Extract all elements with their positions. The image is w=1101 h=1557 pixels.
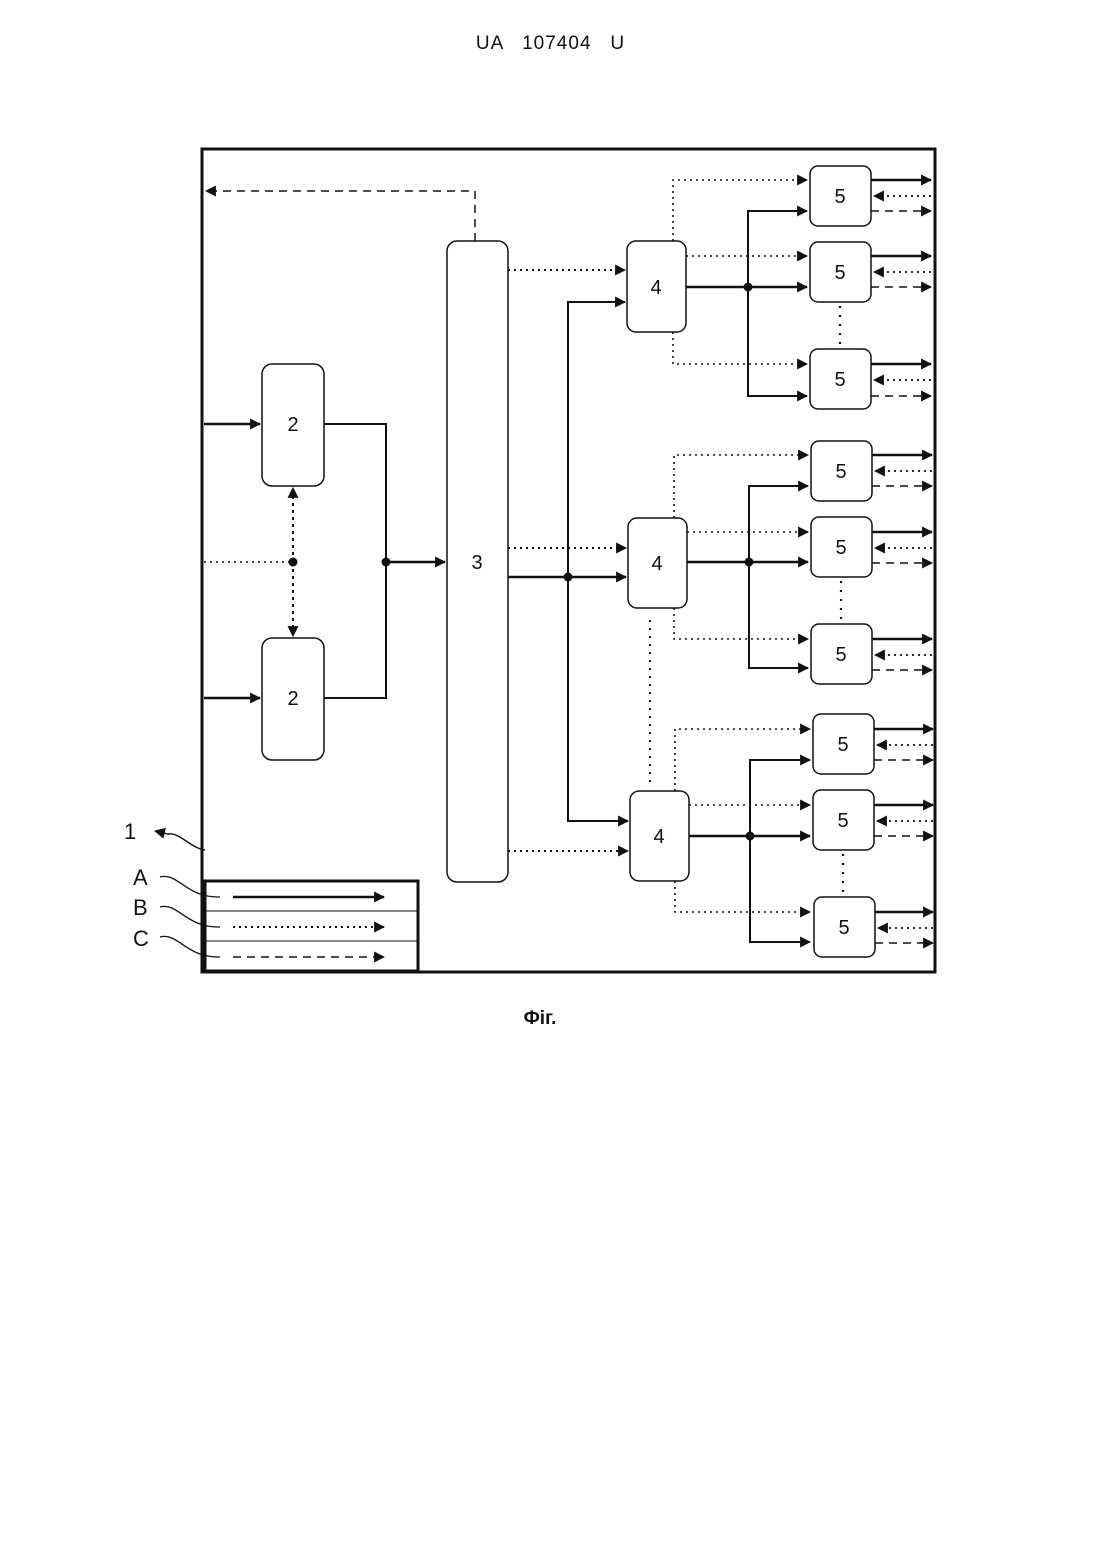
block-2-bottom-label: 2 <box>287 688 298 710</box>
solid-branch <box>748 211 807 287</box>
legend-leader-a <box>160 876 220 897</box>
block-4-middle-label: 4 <box>651 553 662 575</box>
block-5-label: 5 <box>837 734 848 756</box>
junction-dot <box>564 573 573 582</box>
block-5-label: 5 <box>838 917 849 939</box>
solid-branch <box>750 836 810 942</box>
figure-caption: Фіг. <box>0 1008 1080 1030</box>
legend-label-b: B <box>133 895 148 920</box>
junction-dot <box>289 558 298 567</box>
legend: A B C <box>133 865 418 971</box>
junction-dot <box>746 832 755 841</box>
block-5-label: 5 <box>835 461 846 483</box>
dotted-branch <box>674 608 808 639</box>
solid-link-to-block-4-top <box>568 302 625 577</box>
solid-branch <box>749 562 808 668</box>
legend-leader-c <box>160 936 220 957</box>
feedback-line-dashed <box>206 191 475 241</box>
block-5-label: 5 <box>834 369 845 391</box>
junction-dot <box>744 283 753 292</box>
block-5-label: 5 <box>834 262 845 284</box>
block-4-top-label: 4 <box>650 277 661 299</box>
legend-leader-b <box>160 906 220 927</box>
legend-label-a: A <box>133 865 148 890</box>
block-5-group-top: 5 5 5 <box>673 166 931 409</box>
block-5-label: 5 <box>835 644 846 666</box>
solid-branch <box>750 760 810 836</box>
junction-dot <box>745 558 754 567</box>
dotted-branch <box>675 881 810 912</box>
frame-leader-line <box>155 831 205 850</box>
block-5-label: 5 <box>834 186 845 208</box>
solid-branch <box>748 287 807 396</box>
solid-branch <box>749 486 808 562</box>
frame-label: 1 <box>124 819 136 844</box>
block-2-top-label: 2 <box>287 414 298 436</box>
junction-dot <box>382 558 391 567</box>
block-5-group-bottom: 5 5 5 <box>675 714 933 957</box>
block-5-label: 5 <box>837 810 848 832</box>
block-3-label: 3 <box>471 552 482 574</box>
legend-label-c: C <box>133 926 149 951</box>
block-4-bottom-label: 4 <box>653 826 664 848</box>
block-2-output-bus <box>324 424 386 698</box>
block-5-label: 5 <box>835 537 846 559</box>
solid-link-to-block-4-bottom <box>568 577 628 821</box>
dotted-branch <box>673 332 807 364</box>
block-5-group-middle: 5 5 5 <box>674 441 932 684</box>
